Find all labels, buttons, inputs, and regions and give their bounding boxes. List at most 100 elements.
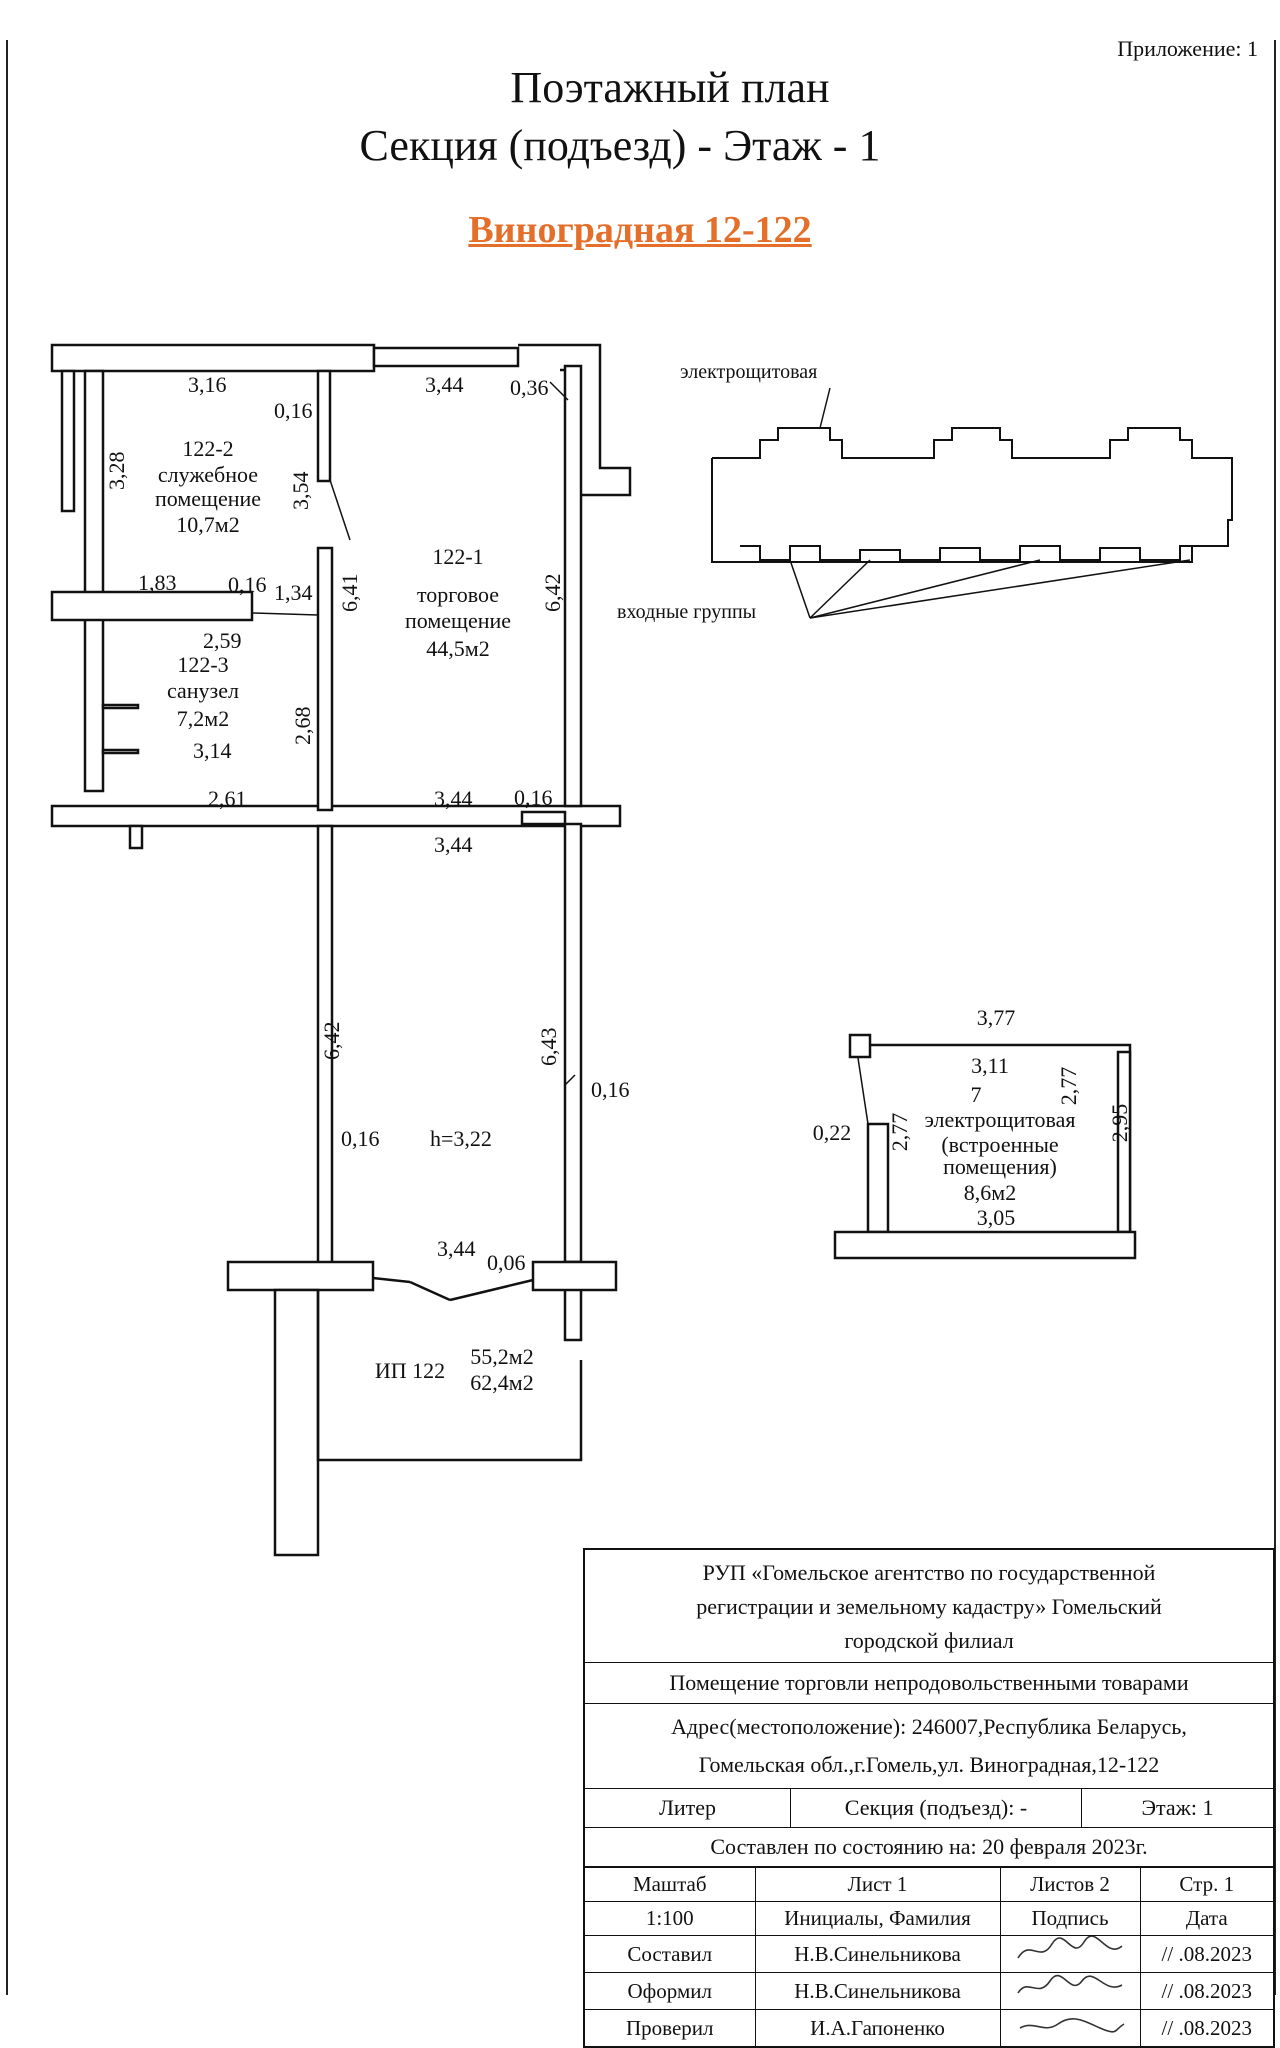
dim-label: 2,59 (203, 628, 242, 653)
scale-label: Маштаб (585, 1867, 756, 1902)
room-name: торговое (417, 582, 499, 607)
dim-label: 0,16 (591, 1077, 630, 1102)
sheets-label: Листов 2 (999, 1867, 1141, 1902)
sheet-border-right (1274, 40, 1276, 1995)
table-row: Составил Н.В.Синельникова // .08.2023 (585, 1935, 1273, 1973)
signature-mark (1017, 1974, 1123, 1994)
dim-label: 0,06 (487, 1250, 526, 1275)
dim-label: 6,42 (319, 1022, 344, 1061)
electrical-room-labels: 3,77 3,11 2,77 2,77 2,95 0,22 3,05 7 эле… (813, 1005, 1132, 1230)
dim-label: 0,22 (813, 1120, 852, 1145)
dim-label: 3,54 (288, 472, 313, 511)
dim-label: 0,16 (514, 785, 553, 810)
name-cell: Н.В.Синельникова (754, 1972, 1001, 2010)
dim-label: 3,44 (434, 832, 473, 857)
signature-cell (999, 2009, 1141, 2046)
dimension-labels: 3,16 3,44 0,36 0,16 3,28 3,54 1,83 0,16 … (104, 372, 630, 1275)
page-label: Стр. 1 (1139, 1867, 1273, 1902)
dim-label: 3,14 (193, 738, 232, 763)
table-row: 1:100 Инициалы, Фамилия Подпись Дата (585, 1901, 1273, 1936)
signature-cell (999, 1935, 1141, 1973)
table-row: Проверил И.А.Гапоненко // .08.2023 (585, 2009, 1273, 2046)
room-number: 122-1 (432, 544, 483, 569)
org-line: регистрации и земельному кадастру» Гомел… (696, 1594, 1162, 1619)
name-cell: И.А.Гапоненко (754, 2009, 1001, 2046)
org-line: РУП «Гомельское агентство по государстве… (702, 1560, 1156, 1585)
plan-title: Поэтажный план (510, 63, 830, 112)
org-line: городской филиал (844, 1628, 1014, 1653)
dim-label: 3,11 (971, 1053, 1009, 1078)
building-key-plan (711, 387, 1233, 619)
dim-label: 1,83 (138, 570, 177, 595)
role-cell: Проверил (585, 2009, 756, 2046)
sheet-label: Лист 1 (754, 1867, 1001, 1902)
room-area: 8,6м2 (964, 1180, 1016, 1205)
liter-row: Литер Секция (подъезд): - Этаж: 1 (585, 1789, 1273, 1828)
col-header-date: Дата (1139, 1901, 1273, 1936)
electrical-room-walls (833, 1033, 1137, 1260)
state-date: Составлен по состоянию на: 20 февраля 20… (585, 1828, 1273, 1867)
col-header-name: Инициалы, Фамилия (754, 1901, 1001, 1936)
dim-label: 3,77 (977, 1005, 1016, 1030)
dim-label: 2,77 (1056, 1067, 1081, 1106)
liter-cell: Литер (585, 1789, 791, 1827)
appendix-label: Приложение: 1 (1117, 36, 1258, 61)
scale-value: 1:100 (585, 1901, 756, 1936)
room-name: санузел (167, 678, 239, 703)
room-name: электрощитовая (924, 1107, 1075, 1132)
dim-label: 3,28 (104, 452, 129, 491)
date-cell: // .08.2023 (1139, 1972, 1273, 2010)
room-number: 7 (971, 1082, 982, 1107)
dim-label: 0,36 (510, 375, 549, 400)
room-name: помещения) (943, 1154, 1057, 1179)
section-cell: Секция (подъезд): - (791, 1789, 1082, 1827)
plan-subtitle: Секция (подъезд) - Этаж - 1 (359, 121, 881, 170)
dim-label: 3,16 (188, 372, 227, 397)
address-line: Гомельская обл.,г.Гомель,ул. Виноградная… (698, 1752, 1160, 1777)
room-number: 122-3 (177, 652, 228, 677)
unit-area: 55,2м2 (470, 1344, 533, 1369)
dim-label: 2,68 (290, 707, 315, 746)
unit-area: 62,4м2 (470, 1370, 533, 1395)
unit-label: ИП 122 (375, 1358, 445, 1383)
signature-cell (999, 1972, 1141, 2010)
signature-table: Маштаб Лист 1 Листов 2 Стр. 1 1:100 Иниц… (585, 1867, 1273, 2046)
dim-label: 3,44 (437, 1236, 476, 1261)
role-cell: Составил (585, 1935, 756, 1973)
org-name: РУП «Гомельское агентство по государстве… (585, 1550, 1273, 1663)
room-area: 7,2м2 (177, 706, 229, 731)
room-area: 10,7м2 (176, 512, 239, 537)
room-area: 44,5м2 (426, 636, 489, 661)
room-name: помещение (155, 486, 261, 511)
object-name: Помещение торговли непродовольственными … (585, 1663, 1273, 1704)
dim-label: 3,44 (434, 786, 473, 811)
room-labels: 122-2 служебное помещение 10,7м2 122-1 т… (155, 436, 534, 1395)
signature-mark (1019, 2017, 1125, 2033)
plan-sheet: Приложение: 1 Поэтажный план Секция (под… (6, 36, 1276, 2048)
address-heading: Виноградная 12-122 (468, 209, 812, 251)
name-cell: Н.В.Синельникова (754, 1935, 1001, 1973)
dim-label: 0,16 (341, 1126, 380, 1151)
table-row: Оформил Н.В.Синельникова // .08.2023 (585, 1972, 1273, 2010)
date-cell: // .08.2023 (1139, 1935, 1273, 1973)
key-plan-label-panel: электрощитовая (680, 361, 817, 383)
dim-label: 2,77 (887, 1113, 912, 1152)
col-header-sign: Подпись (999, 1901, 1141, 1936)
room-name: помещение (405, 608, 511, 633)
dim-label: 6,41 (337, 574, 362, 613)
sheet-border-left (6, 40, 8, 1995)
dim-label: 0,16 (274, 398, 313, 423)
dim-label: 6,42 (540, 574, 565, 613)
dim-label: 3,44 (425, 372, 464, 397)
room-name: служебное (158, 462, 258, 487)
title-block: РУП «Гомельское агентство по государстве… (583, 1548, 1275, 2048)
dim-label: 0,16 (228, 572, 267, 597)
room-name: (встроенные (941, 1132, 1058, 1157)
dim-label: 6,43 (536, 1028, 561, 1067)
dim-label: 2,61 (208, 786, 247, 811)
object-address: Адрес(местоположение): 246007,Республика… (585, 1704, 1273, 1789)
role-cell: Оформил (585, 1972, 756, 2010)
date-cell: // .08.2023 (1139, 2009, 1273, 2046)
address-line: Адрес(местоположение): 246007,Республика… (671, 1714, 1187, 1739)
walls (50, 343, 632, 1557)
